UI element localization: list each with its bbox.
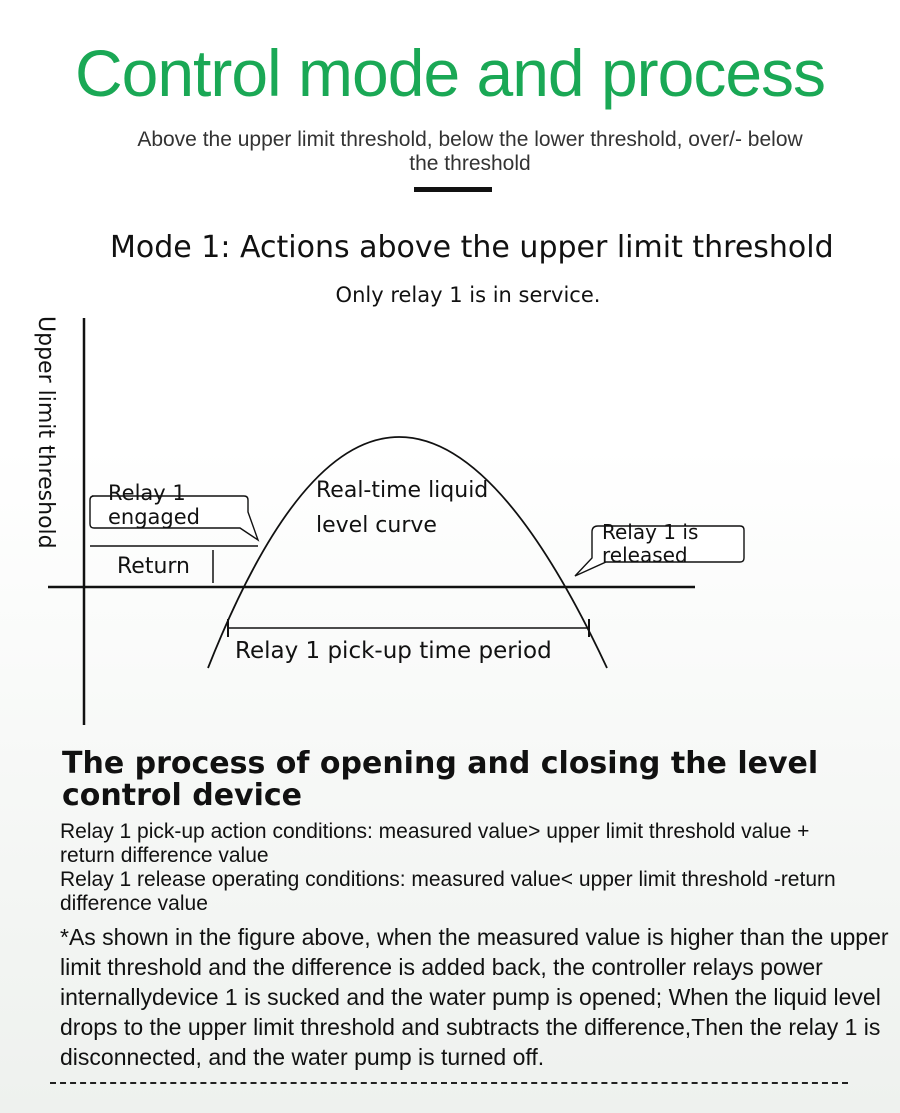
process-title: The process of opening and closing the l… bbox=[62, 746, 819, 813]
pickup-condition: Relay 1 pick-up action conditions: measu… bbox=[60, 820, 810, 867]
page-title: Control mode and process bbox=[74, 36, 826, 110]
footer-divider bbox=[50, 1082, 848, 1084]
release-condition: Relay 1 release operating conditions: me… bbox=[60, 868, 836, 915]
curve-label-2: level curve bbox=[316, 513, 437, 538]
released-text-1: Relay 1 is bbox=[602, 520, 698, 544]
released-text-2: released bbox=[602, 543, 688, 567]
process-description: *As shown in the figure above, when the … bbox=[60, 924, 889, 1070]
mode-title: Mode 1: Actions above the upper limit th… bbox=[110, 230, 834, 265]
released-callout bbox=[574, 525, 745, 577]
curve-label-1: Real-time liquid bbox=[316, 478, 488, 503]
title-underline bbox=[414, 187, 492, 192]
page-subtitle: Above the upper limit threshold, below t… bbox=[137, 128, 803, 175]
period-label: Relay 1 pick-up time period bbox=[235, 638, 552, 664]
engaged-text-1: Relay 1 bbox=[108, 481, 186, 505]
level-control-diagram: Relay 1 engaged Relay 1 is released Real… bbox=[48, 318, 745, 725]
engaged-text-2: engaged bbox=[108, 505, 200, 529]
return-label: Return bbox=[117, 554, 190, 579]
relay-service-note: Only relay 1 is in service. bbox=[335, 283, 601, 307]
liquid-level-curve bbox=[207, 436, 608, 669]
engaged-callout bbox=[89, 495, 260, 542]
